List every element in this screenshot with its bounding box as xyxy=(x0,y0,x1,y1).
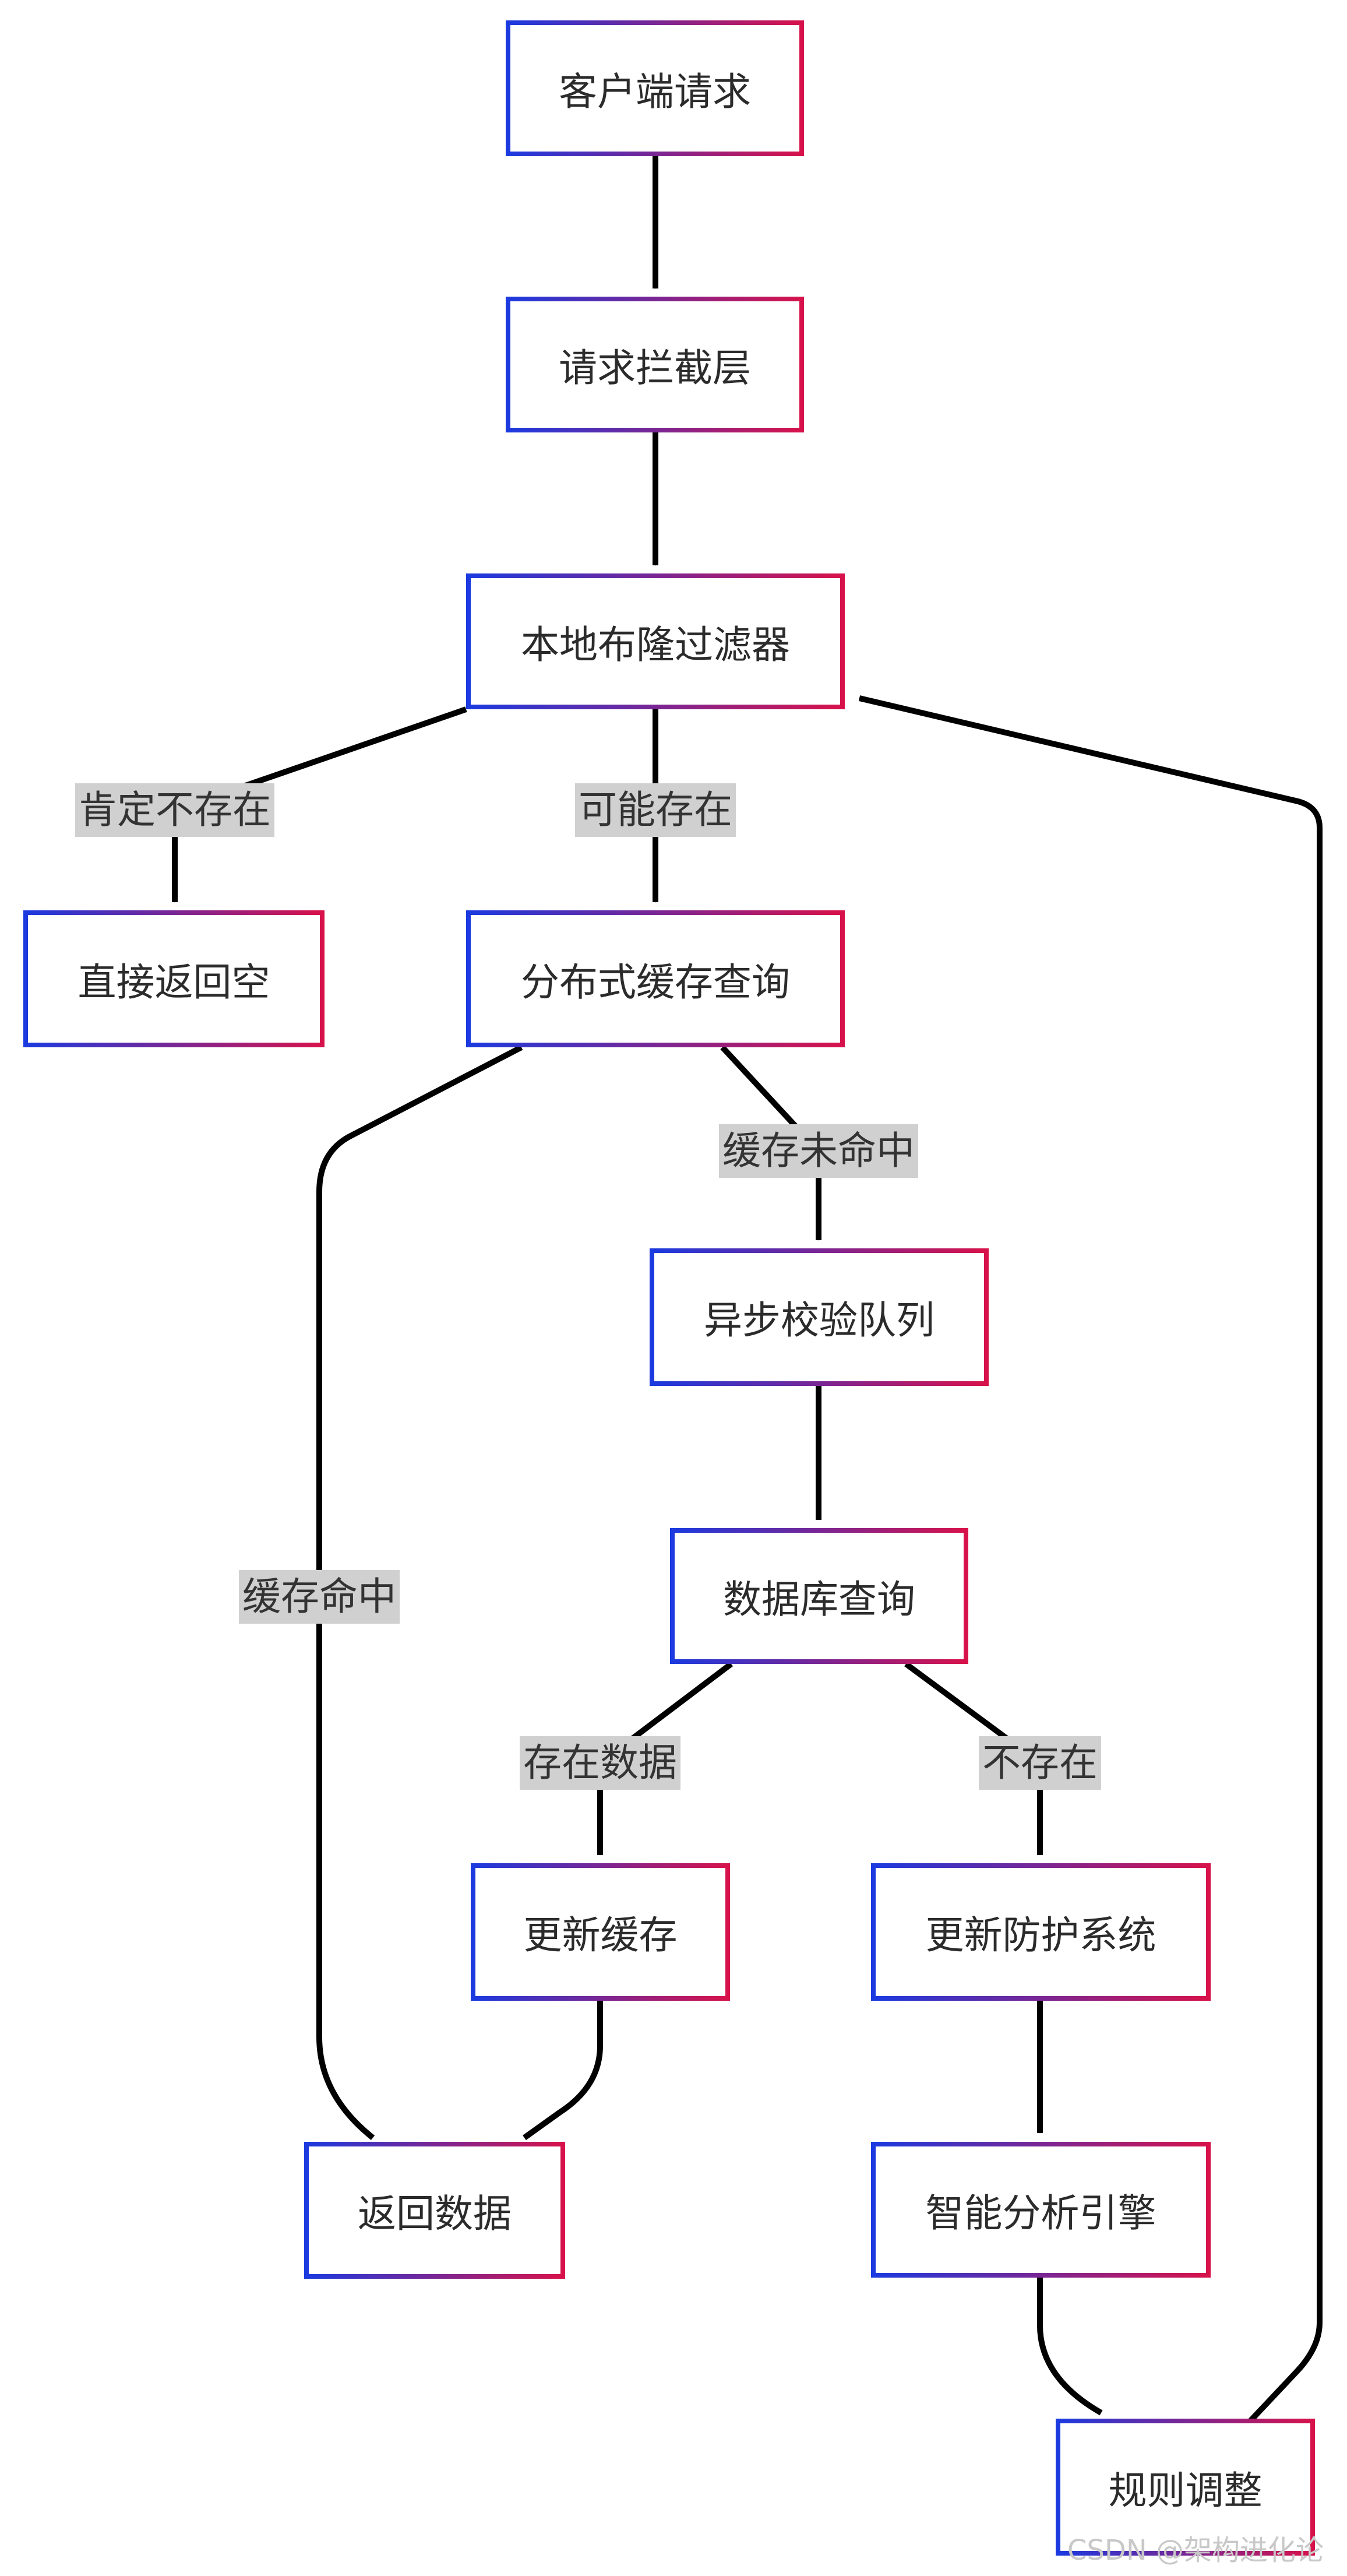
node-db-query: 数据库查询 xyxy=(670,1528,968,1664)
node-update-cache: 更新缓存 xyxy=(471,1863,730,2001)
edge-rule-to-bloom xyxy=(858,695,1323,2424)
node-analysis-engine: 智能分析引擎 xyxy=(871,2142,1211,2278)
node-return-empty: 直接返回空 xyxy=(23,910,325,1047)
label-definitely-not-exist: 肯定不存在 xyxy=(75,783,274,837)
watermark: CSDN @架构进化论 xyxy=(1067,2534,1324,2567)
edge-update-cache-to-return-data xyxy=(523,2001,603,2141)
node-async-queue: 异步校验队列 xyxy=(650,1248,989,1386)
edge-cache-to-return-data xyxy=(316,1044,523,2140)
label-maybe-exist: 可能存在 xyxy=(575,783,736,837)
node-bloom-filter: 本地布隆过滤器 xyxy=(466,573,845,709)
node-update-protect: 更新防护系统 xyxy=(871,1863,1211,2001)
node-return-data: 返回数据 xyxy=(304,2142,565,2279)
label-data-exists: 存在数据 xyxy=(520,1736,680,1790)
label-not-exist: 不存在 xyxy=(979,1736,1101,1790)
label-cache-miss: 缓存未命中 xyxy=(719,1124,918,1178)
label-cache-hit: 缓存命中 xyxy=(239,1570,400,1624)
node-client-request: 客户端请求 xyxy=(506,20,804,156)
edge-analysis-to-rule xyxy=(1037,2278,1103,2416)
node-rule-adjust: 规则调整 xyxy=(1056,2419,1315,2556)
node-cache-query: 分布式缓存查询 xyxy=(466,910,845,1047)
node-intercept-layer: 请求拦截层 xyxy=(506,297,804,432)
